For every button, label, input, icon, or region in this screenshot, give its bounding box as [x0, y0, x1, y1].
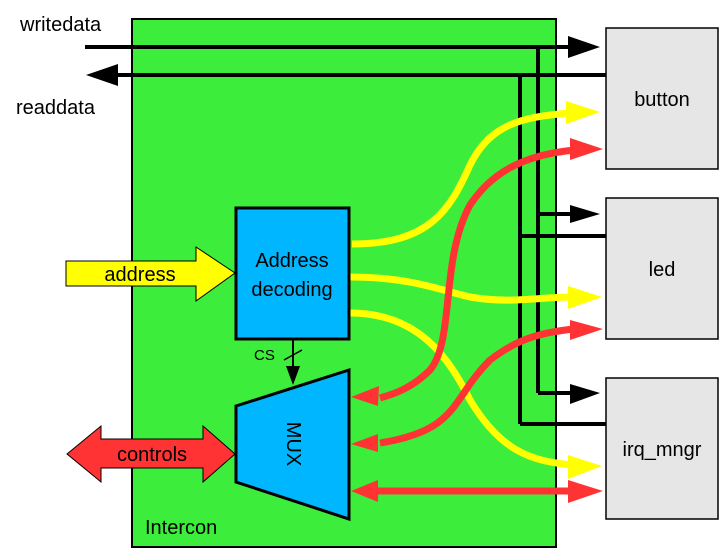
chip-select-paths: [349, 109, 576, 469]
mux-label: MUX: [282, 422, 304, 466]
cs-path-led: [349, 273, 573, 304]
control-paths: [375, 146, 576, 495]
ctrl-arrow-button-mux: [351, 386, 379, 406]
controls-label: controls: [117, 444, 187, 466]
cs-arrow-irq: [568, 455, 602, 479]
writedata-arrow-button: [568, 36, 600, 58]
writedata-arrow-irq: [570, 384, 600, 404]
address-decoding-block[interactable]: Address decoding: [234, 206, 351, 341]
mux-block[interactable]: MUX: [234, 367, 351, 522]
peripheral-led[interactable]: led: [605, 197, 719, 340]
cs-path-button: [351, 109, 571, 248]
writedata-label: writedata: [19, 14, 102, 36]
ctrl-arrow-led-mux: [351, 434, 378, 452]
peripheral-button-label: button: [634, 89, 690, 111]
address-decoding-label-line1: Address: [255, 250, 328, 272]
controls-bidirectional-arrow: controls: [66, 424, 236, 484]
address-input-arrow: address: [65, 246, 236, 302]
peripheral-irq-mngr-label: irq_mngr: [623, 439, 702, 461]
ctrl-arrow-irq: [568, 480, 603, 503]
readdata-bus: [115, 73, 606, 426]
cs-path-irq: [349, 309, 576, 469]
cs-arrow-button: [566, 101, 600, 124]
ctrl-arrow-irq-mux: [351, 480, 378, 502]
ctrl-path-button: [378, 146, 576, 402]
ctrl-arrow-led: [570, 320, 603, 340]
peripheral-button[interactable]: button: [605, 27, 719, 170]
intercon-label: Intercon: [145, 517, 217, 539]
cs-arrow-led: [568, 286, 602, 309]
cs-signal: CS: [254, 340, 303, 385]
address-label: address: [104, 264, 175, 286]
address-decoding-label-line2: decoding: [251, 279, 332, 301]
peripheral-irq-mngr[interactable]: irq_mngr: [605, 377, 719, 520]
readdata-arrow: [86, 64, 118, 86]
peripheral-led-label: led: [649, 259, 676, 281]
ctrl-path-led: [379, 325, 576, 447]
readdata-label: readdata: [16, 97, 96, 119]
cs-label: CS: [254, 347, 275, 364]
writedata-arrow-led: [570, 205, 600, 223]
ctrl-arrow-button: [570, 138, 603, 160]
